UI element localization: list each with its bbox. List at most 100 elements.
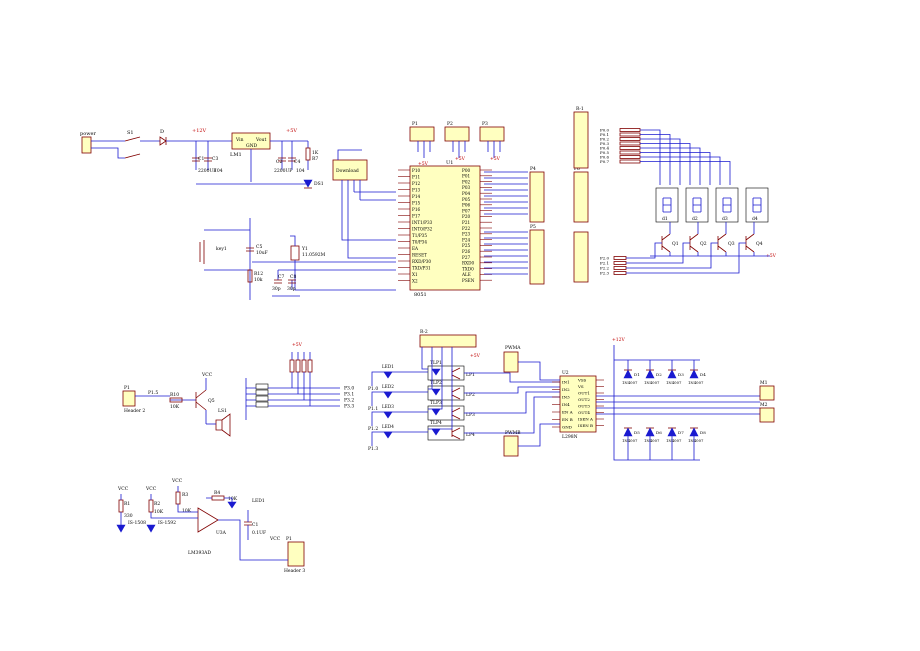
svg-text:LED1: LED1 — [252, 498, 265, 504]
optocoupler-output-wire — [464, 391, 560, 414]
l298-right-pin-label: VSS — [577, 378, 587, 383]
svg-text:D: D — [160, 129, 164, 135]
mcu-left-pin-label: INT0/P32 — [412, 226, 433, 231]
status-led-label: LED3 — [382, 404, 394, 409]
segment-line-label: P0.0 — [600, 128, 610, 133]
l298-right-pin-label: ISEN B — [578, 423, 593, 428]
status-led-label: LED1 — [382, 364, 394, 369]
sensor-cap: C1 0.1UF — [244, 521, 266, 536]
segment-wire — [640, 161, 731, 185]
l298-right-pin-label: OUT4 — [578, 410, 590, 415]
l298-right-pin-label: ISEN A — [578, 417, 593, 422]
svg-text:+5V: +5V — [490, 156, 501, 162]
svg-text:P1: P1 — [124, 385, 130, 391]
svg-text:R10: R10 — [170, 392, 179, 398]
key-line-label: P3.3 — [344, 404, 354, 410]
motor-m1: M1 — [759, 380, 775, 401]
optocoupler-label: TLP2 — [430, 380, 442, 386]
digit-transistor-label: Q4 — [756, 241, 763, 247]
svg-text:Header 2: Header 2 — [124, 408, 145, 414]
svg-text:R-2: R-2 — [420, 329, 428, 335]
mcu-right-pin-label: P20 — [462, 214, 470, 219]
optocoupler-section: R-2 +5V TLP1LP1LED1P1.0TLP2LP2LED2P1.1TL… — [368, 329, 560, 452]
sensor-section: VCC VCC VCC R1 330 IS-1508 R2 10K IS-159… — [116, 478, 305, 574]
flyback-diode-label: D8 — [700, 430, 706, 435]
status-led-label: LED2 — [382, 384, 394, 389]
svg-text:VCC: VCC — [269, 536, 281, 542]
drive-wire — [626, 242, 690, 264]
mcu-right-pin-label: P23 — [462, 232, 470, 237]
drive-resistor — [613, 256, 627, 260]
io-headers: P4 P5 P6 — [484, 111, 589, 285]
optocoupler-input-label: P1.0 — [368, 386, 378, 392]
seven-seg-digit-label: d4 — [752, 216, 758, 222]
io-header-p6: P6 — [573, 166, 589, 223]
mcu-left-pin-label: RESET — [412, 252, 427, 257]
regulator-lm1: Vin Vout GND LM1 — [230, 132, 271, 158]
cap-c4: C4 104 — [288, 157, 305, 174]
svg-text:2200UF: 2200UF — [198, 168, 216, 174]
svg-text:+5V: +5V — [455, 156, 466, 162]
svg-text:R12: R12 — [254, 271, 263, 277]
svg-text:Q5: Q5 — [208, 398, 215, 404]
flyback-diode-symbol — [645, 369, 655, 379]
key-switch — [255, 395, 269, 402]
svg-text:8051: 8051 — [414, 292, 427, 298]
led-ds1: DS1 — [303, 179, 324, 189]
drive-wire — [626, 242, 718, 269]
display-section: R-1 P0.0P0.1P0.2P0.3P0.4P0.5P0.6P0.7 DS4… — [576, 106, 777, 276]
motor-m2: M2 — [759, 402, 775, 423]
flyback-diode-part: 1N4007 — [666, 438, 682, 443]
power-diode: D — [159, 129, 167, 146]
optocoupler-output-wire — [464, 372, 560, 383]
power-switch: S1 — [124, 130, 141, 159]
svg-text:PWMB: PWMB — [505, 430, 521, 436]
mcu-left-pin-label: P14 — [412, 194, 420, 199]
svg-text:VCC: VCC — [201, 372, 213, 378]
seven-seg-segments — [752, 197, 762, 213]
flyback-diode-label: D5 — [634, 430, 640, 435]
mcu-left-pin-label: RXD/P30 — [412, 259, 431, 264]
mcu-left-pin-label: P16 — [412, 207, 420, 212]
comparator-u3a: U3A LM393AD — [188, 507, 227, 556]
optocoupler-input-wire — [371, 347, 443, 426]
drive-resistor — [613, 261, 627, 265]
servo-header-3: P3 +5V — [479, 121, 505, 162]
segment-lines: P0.0P0.1P0.2P0.3P0.4P0.5P0.6P0.7 — [600, 128, 731, 185]
io-header-p5: P5 — [529, 224, 545, 285]
xcap-c7: C7 30p — [272, 274, 284, 292]
sensor-receiver: IS-1592 — [146, 520, 176, 533]
optocoupler-output-label: LP1 — [466, 372, 475, 378]
svg-text:R3: R3 — [182, 492, 188, 498]
segment-wire — [640, 134, 671, 185]
segment-line-label: P0.4 — [600, 146, 610, 151]
net-5v-label: +5V — [286, 128, 297, 134]
mcu-right-pin-label: P26 — [462, 249, 470, 254]
svg-text:C8: C8 — [290, 274, 296, 280]
mcu-right-pin-label: P01 — [462, 174, 470, 179]
svg-text:U3A: U3A — [216, 530, 227, 536]
power-input-connector — [81, 136, 92, 154]
svg-text:key1: key1 — [216, 246, 227, 252]
key-switch — [255, 401, 269, 408]
l298-left-pin-label: IN3 — [562, 395, 570, 400]
segment-line-label: P0.3 — [600, 141, 610, 146]
servo-header-1: P1 +5V — [409, 121, 435, 167]
mcu-left-pin-label: P13 — [412, 187, 420, 192]
drive-line-label: P2.2 — [600, 266, 610, 271]
svg-text:10k: 10k — [254, 277, 263, 283]
mcu-left-pin-label: T0/P34 — [412, 239, 427, 244]
svg-text:C7: C7 — [278, 274, 284, 280]
digit-transistor-symbol — [661, 233, 671, 253]
pwm-header-a: PWMA — [503, 345, 521, 373]
segment-resistor — [619, 128, 641, 132]
mcu-section: Download U1 8051 P10P11P12P13P14P15P16P1… — [199, 149, 492, 300]
flyback-diode-label: D3 — [678, 372, 684, 377]
seven-seg-segments — [692, 197, 702, 213]
